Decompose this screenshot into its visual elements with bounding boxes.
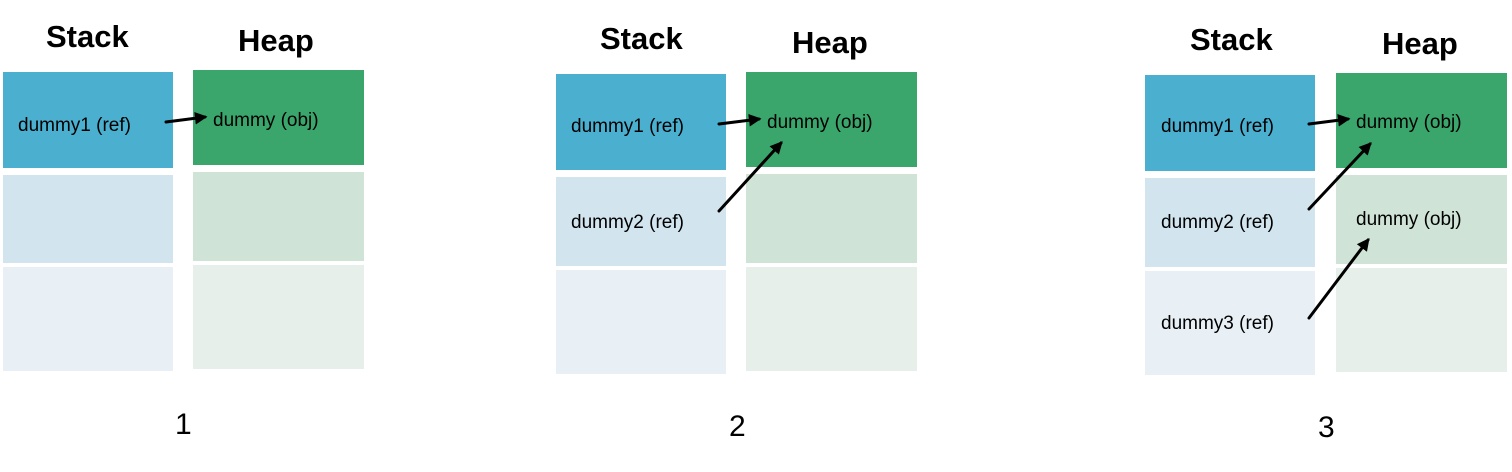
heap-obj-label: dummy (obj) (1356, 112, 1462, 133)
panel-number: 1 (175, 408, 192, 441)
heap-cell-3 (746, 267, 917, 371)
stack-cell-3 (3, 267, 173, 371)
arrow-dummy3-to-obj2 (1307, 237, 1370, 320)
arrow-dummy2-to-obj (717, 141, 783, 213)
heap-title: Heap (238, 23, 314, 58)
stack-ref-label: dummy3 (ref) (1161, 313, 1274, 334)
stack-ref-label: dummy2 (ref) (1161, 212, 1274, 233)
heap-obj-label: dummy (obj) (767, 112, 873, 133)
panel-number: 3 (1318, 411, 1335, 444)
heap-cell-2 (746, 174, 917, 263)
stack-cell-1 (3, 72, 173, 168)
stack-cell-1 (556, 74, 726, 170)
stack-cell-3 (556, 270, 726, 374)
heap-cell-3 (193, 265, 364, 369)
stack-cell-3 (1145, 271, 1315, 375)
stack-ref-label: dummy1 (ref) (18, 115, 131, 136)
heap-title: Heap (1382, 26, 1458, 61)
stack-ref-label: dummy1 (ref) (1161, 116, 1274, 137)
stack-ref-label: dummy1 (ref) (571, 116, 684, 137)
stack-ref-label: dummy2 (ref) (571, 212, 684, 233)
arrow-dummy2-to-obj (1307, 142, 1372, 211)
arrow-dummy1-to-obj (717, 113, 762, 127)
stack-cell-2 (1145, 178, 1315, 267)
arrow-dummy1-to-obj (1307, 114, 1351, 127)
stack-title: Stack (1190, 22, 1273, 57)
heap-title: Heap (792, 25, 868, 60)
heap-obj-label: dummy (obj) (213, 110, 319, 131)
arrow-dummy1-to-obj (164, 112, 208, 125)
stack-cell-1 (1145, 75, 1315, 171)
heap-obj-label: dummy (obj) (1356, 209, 1462, 230)
heap-cell-2 (193, 172, 364, 261)
heap-cell-1 (193, 70, 364, 165)
heap-cell-3 (1336, 268, 1507, 372)
panel-number: 2 (729, 410, 746, 443)
stack-cell-2 (556, 177, 726, 266)
stack-title: Stack (46, 19, 129, 54)
stack-cell-2 (3, 175, 173, 263)
stack-title: Stack (600, 21, 683, 56)
